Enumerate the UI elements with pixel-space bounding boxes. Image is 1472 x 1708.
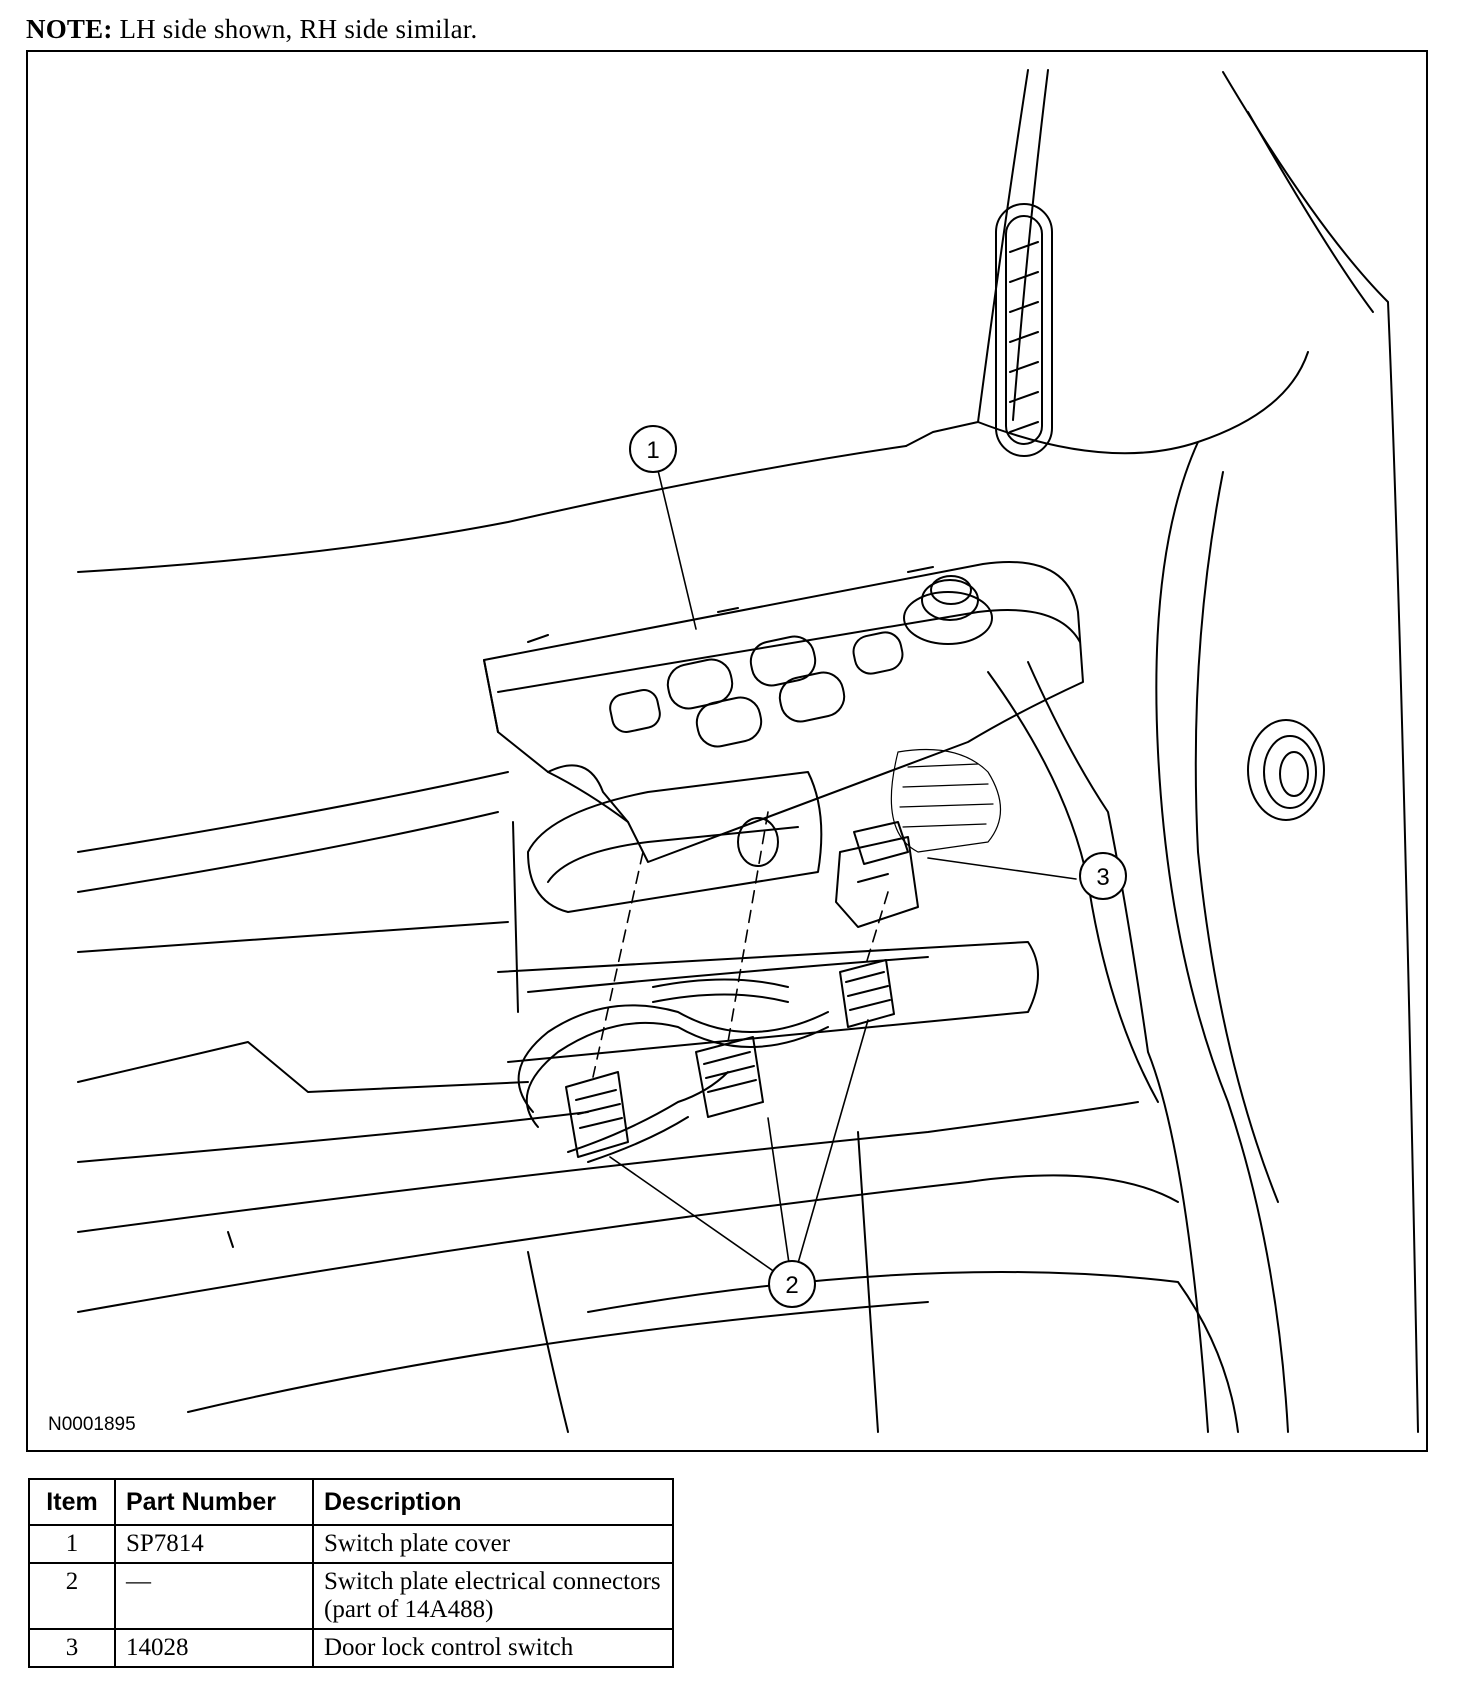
note-line: NOTE: LH side shown, RH side similar.: [26, 14, 477, 45]
callout-1-number: 1: [646, 437, 659, 464]
parts-table-header: Item Part Number Description: [28, 1478, 674, 1526]
harness-connector-a: [565, 1071, 629, 1158]
header-description: Description: [312, 1478, 674, 1526]
leader-lines: [609, 461, 1077, 1285]
callout-2: 2: [768, 1260, 816, 1308]
door-lock-knob: [1247, 719, 1325, 821]
header-item: Item: [28, 1478, 116, 1526]
armrest-recess: [497, 771, 1039, 1063]
side-vent: [995, 203, 1053, 457]
note-label: NOTE:: [26, 14, 113, 44]
row-part-number: SP7814: [114, 1524, 314, 1564]
figure-id: N0001895: [48, 1414, 136, 1435]
callout-1: 1: [629, 425, 677, 473]
row-part-number: —: [114, 1562, 314, 1630]
callout-3: 3: [1079, 852, 1127, 900]
callout-3-number: 3: [1096, 864, 1109, 891]
row-item: 1: [28, 1524, 116, 1564]
projection-lines: [592, 811, 889, 1078]
row-description: Switch plate electrical connectors (part…: [312, 1562, 674, 1630]
switch-plate-cover: [483, 561, 1084, 863]
harness-connector-c: [839, 959, 895, 1028]
door-panel-outline: [77, 69, 1419, 1433]
table-row: 1 SP7814 Switch plate cover: [28, 1524, 674, 1564]
table-row: 3 14028 Door lock control switch: [28, 1628, 674, 1668]
door-lock-control-switch-drawing: [835, 821, 919, 928]
row-item: 3: [28, 1628, 116, 1668]
callout-2-number: 2: [785, 1272, 798, 1299]
harness-connector-b: [695, 1036, 764, 1118]
parts-table: Item Part Number Description 1 SP7814 Sw…: [28, 1478, 674, 1668]
line-drawing: 1 3 2: [77, 69, 1419, 1433]
table-row: 2 — Switch plate electrical connectors (…: [28, 1562, 674, 1630]
row-description: Switch plate cover: [312, 1524, 674, 1564]
note-text: LH side shown, RH side similar.: [112, 14, 478, 44]
row-item: 2: [28, 1562, 116, 1630]
row-description: Door lock control switch: [312, 1628, 674, 1668]
speaker-grille: [890, 748, 1001, 853]
wiring-harness: [517, 978, 829, 1163]
door-trim-illustration: 1 3 2 N0001895: [26, 50, 1428, 1452]
row-part-number: 14028: [114, 1628, 314, 1668]
header-part-number: Part Number: [114, 1478, 314, 1526]
